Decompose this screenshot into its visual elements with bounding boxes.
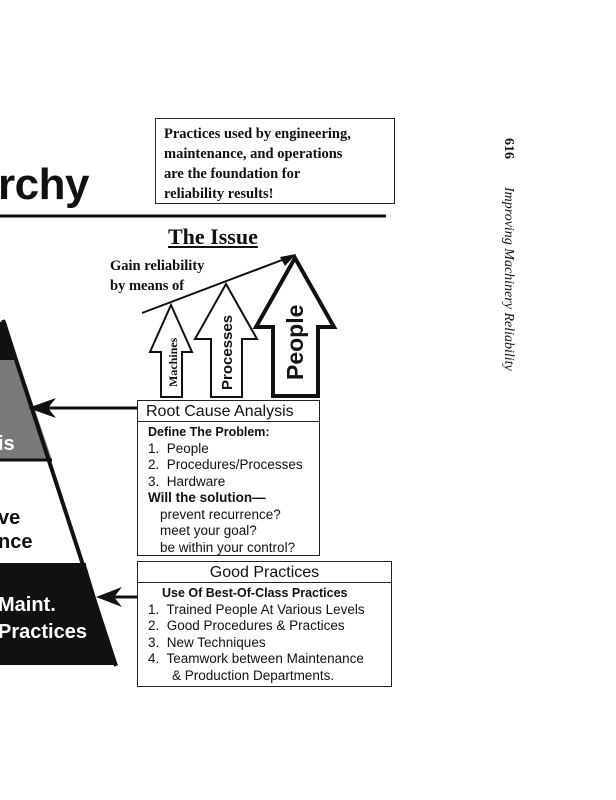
pyramid [0,319,118,667]
running-header: 616Improving Machinery Reliability [500,138,516,371]
band-line: Practices [0,621,87,643]
issue-heading: The Issue [168,224,258,249]
solution-question: Will the solution— [148,490,266,505]
root-cause-subheader: Define The Problem: [148,425,270,439]
note-line: Practices used by engineering, [164,126,351,142]
pyramid-bottom-band [0,565,116,665]
machines-label: Machines [166,337,180,387]
foundation-note: Practices used by engineering, maintenan… [155,118,395,204]
check-item: meet your goal? [160,523,257,538]
people-label: People [282,305,308,380]
issue-caption: Gain reliability by means of [110,256,204,296]
root-cause-header: Root Cause Analysis [138,401,319,422]
band-line: nce [0,531,33,553]
caption-line: by means of [110,278,185,294]
list-item: 3. New Techniques [148,634,266,650]
good-practices-header: Good Practices [138,562,391,583]
pyramid-edge [1,319,118,667]
machines-arrow-icon [148,302,194,398]
note-line: are the foundation for [164,166,301,182]
band-line: ve [0,507,21,529]
list-item: 2. Procedures/Processes [148,457,303,472]
arrow-to-rca-level [28,398,137,418]
pyramid-band3-label: ve nce [0,506,32,554]
pyramid-band4-label: Maint. Practices [0,592,87,646]
band-line: Maint. [0,594,56,616]
good-practices-subheader: Use Of Best-Of-Class Practices [162,586,348,600]
root-cause-box: Root Cause Analysis Define The Problem: … [137,400,320,556]
check-item: be within your control? [160,539,296,555]
page-number: 616 [501,138,516,159]
caption-line: Gain reliability [110,258,205,274]
check-item: prevent recurrence? [160,506,281,522]
list-item-continuation: & Production Departments. [172,667,335,683]
processes-arrow-icon [193,281,259,398]
list-item: 3. Hardware [148,473,226,489]
list-item: 1. People [148,440,209,456]
book-title: Improving Machinery Reliability [501,187,516,371]
list-item: 4. Teamwork between Maintenance [148,651,364,666]
arrow-to-practices-level [96,587,137,607]
note-line: reliability results! [164,186,274,202]
list-item: 1. Trained People At Various Levels [148,601,365,617]
list-item: 2. Good Procedures & Practices [148,618,345,633]
figure-title-fragment: rchy [0,160,89,209]
good-practices-box: Good Practices Use Of Best-Of-Class Prac… [137,561,392,687]
rising-arrow [141,254,296,314]
people-arrow-icon [252,253,338,398]
note-line: maintenance, and operations [164,146,343,162]
pyramid-band2-label: is [0,433,15,455]
processes-label: Processes [219,315,236,390]
